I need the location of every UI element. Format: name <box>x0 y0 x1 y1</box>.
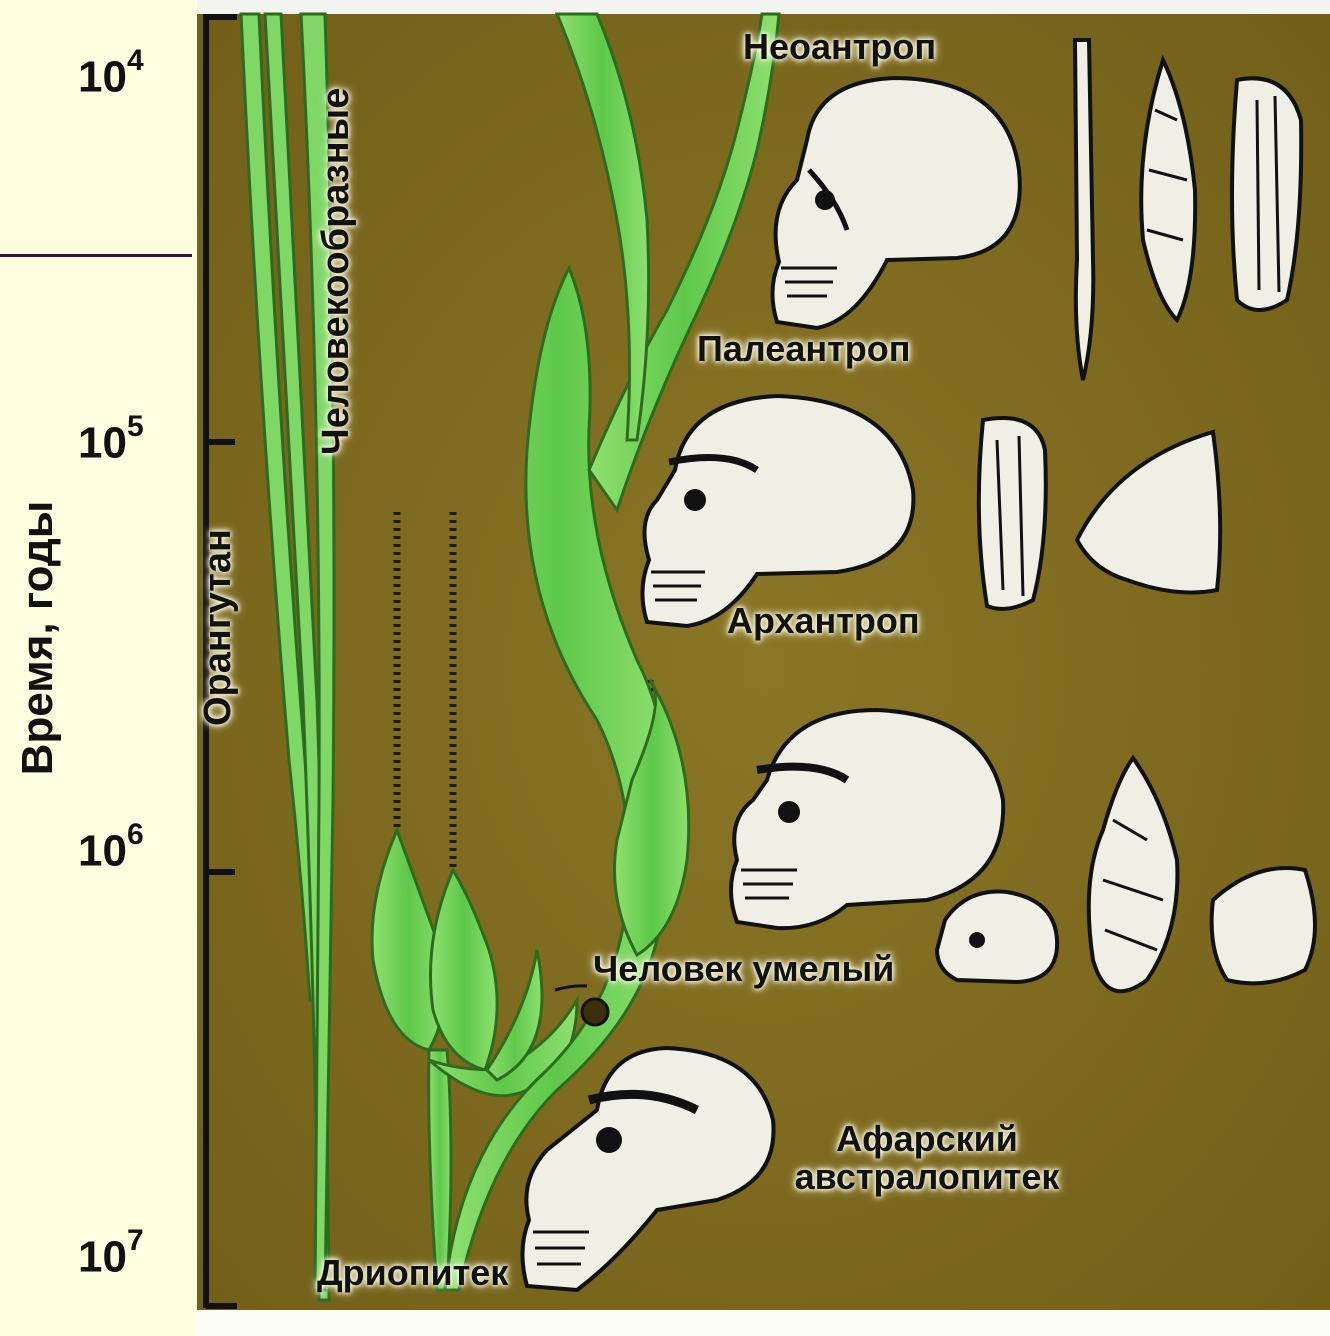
harpoon-icon <box>1075 40 1093 380</box>
scraper-icon <box>979 418 1046 609</box>
label-homo-habilis: Человек умелый <box>593 950 894 988</box>
axis-title: Время, годы <box>13 501 63 776</box>
label-hominoids: Человекообразные <box>317 88 357 455</box>
divider-line <box>0 254 192 257</box>
axis-tick-10e7: 107 <box>78 1232 198 1280</box>
axis-tick-10e4: 104 <box>78 52 198 100</box>
axis-tick-10e6: 106 <box>78 826 198 874</box>
top-strip <box>197 0 1330 14</box>
label-afar-australopithecus: Афарский австралопитек <box>747 1120 1107 1196</box>
evolution-diagram: Неоантроп Палеантроп Архантроп Человек у… <box>197 0 1330 1336</box>
blade-icon <box>1232 78 1301 310</box>
label-archanthrop: Архантроп <box>727 602 920 640</box>
label-dryopithecus: Дриопитек <box>317 1254 508 1292</box>
label-neoanthrop: Неоантроп <box>743 28 936 66</box>
bottom-strip <box>197 1310 1330 1336</box>
axis-tick-10e5: 105 <box>78 418 198 466</box>
label-paleoanthrop: Палеантроп <box>697 330 910 368</box>
label-afar-line2: австралопитек <box>747 1158 1107 1196</box>
label-orangutan: Орангутан <box>199 529 239 726</box>
label-afar-line1: Афарский <box>747 1120 1107 1158</box>
